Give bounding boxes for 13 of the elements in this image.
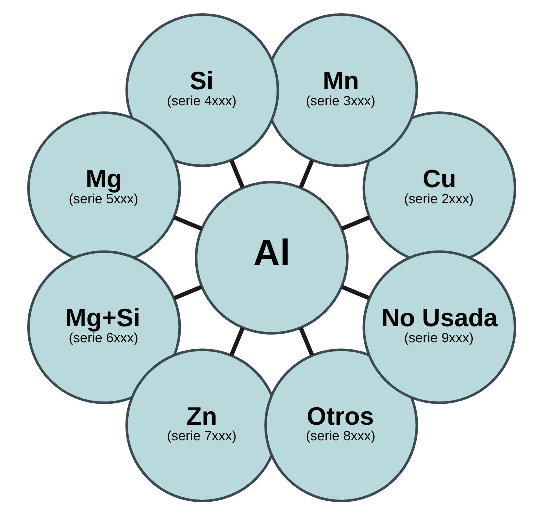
connector <box>173 216 202 231</box>
connector <box>229 327 244 356</box>
node-circle: Al <box>194 181 348 335</box>
connector <box>298 160 314 189</box>
node-circle: Otros (serie 8xxx) <box>264 348 418 503</box>
connector <box>340 216 370 231</box>
connector <box>298 327 314 356</box>
connector <box>173 285 202 300</box>
node-circle: Si (serie 4xxx) <box>125 13 279 168</box>
connector <box>340 285 370 300</box>
node-circle: No Usada (serie 9xxx) <box>362 250 516 404</box>
connector <box>229 160 244 189</box>
node-circle: Mg+Si (serie 6xxx) <box>26 250 181 404</box>
